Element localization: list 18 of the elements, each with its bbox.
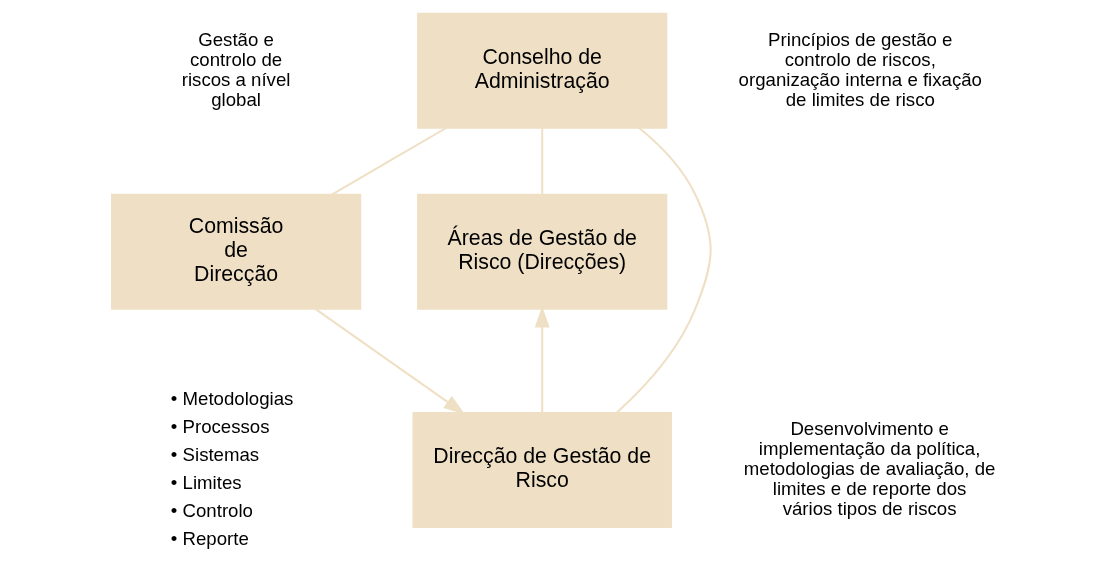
label: • Sistemas xyxy=(170,443,259,465)
node-box: Conselho de Administração xyxy=(416,12,667,129)
label: Gestão e controlo de riscos a nível global xyxy=(181,28,290,110)
label: • Limites xyxy=(170,471,242,493)
node-box: Comissão de Direcção xyxy=(110,193,361,310)
label: • Reporte xyxy=(170,527,249,549)
label: • Metodologias xyxy=(170,388,293,410)
node-box: Direcção de Gestão de Risco xyxy=(411,412,672,528)
label: • Processos xyxy=(170,416,270,437)
arrow xyxy=(314,308,465,415)
node-box: Áreas de Gestão de Risco (Direcções) xyxy=(416,193,667,310)
connector xyxy=(615,127,712,414)
label: • Controlo xyxy=(170,499,253,521)
label: Princípios de gestão e controlo de riscos, organização interna e fixação de limites de risco xyxy=(738,28,982,110)
label: Desenvolvimento e implementação da política, metodologias de avaliação, de limites e de reporte dos vários tipos de riscos xyxy=(743,418,995,519)
connector xyxy=(330,127,447,196)
arrow xyxy=(534,306,550,414)
connector xyxy=(540,127,543,196)
